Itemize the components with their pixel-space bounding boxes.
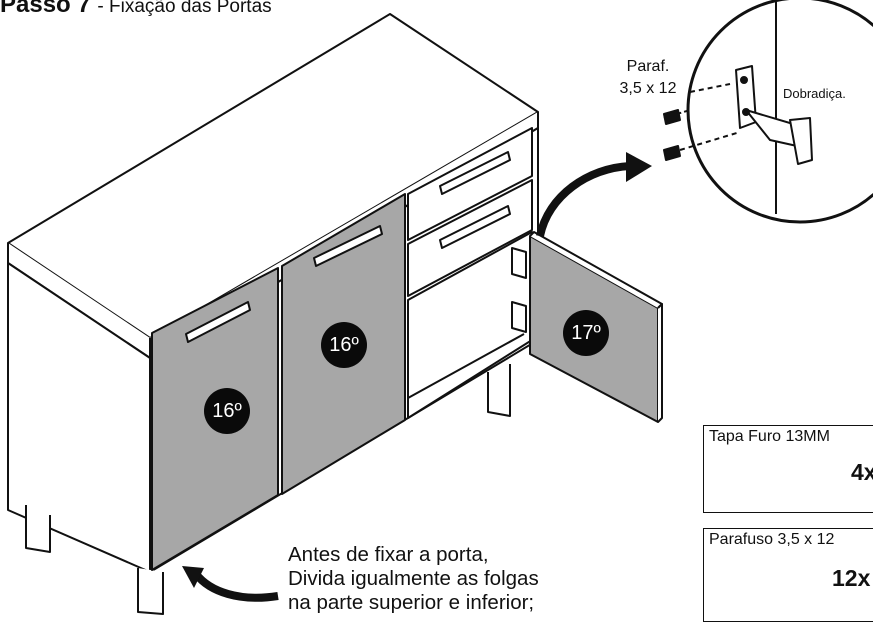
screw-icon <box>663 109 681 125</box>
step-number: Passo 7 <box>0 0 91 18</box>
note-line: Antes de fixar a porta, <box>288 543 489 566</box>
part-qty: 4x <box>851 459 873 485</box>
handle <box>439 151 511 195</box>
handle <box>313 225 383 267</box>
leg <box>137 568 164 615</box>
note-line: Divida igualmente as folgas <box>288 567 539 590</box>
handle <box>185 301 251 343</box>
note-line: na parte superior e inferior; <box>288 591 535 614</box>
screw-label: Paraf. 3,5 x 12 <box>598 56 698 100</box>
screw-label-line-2: 3,5 x 12 <box>619 80 677 97</box>
step-badge: 16º <box>204 388 250 434</box>
instruction-note: Antes de fixar a porta, Divida igualment… <box>288 543 628 615</box>
screw-label-line-1: Paraf. <box>626 58 670 75</box>
parts-box-tapa-furo: Tapa Furo 13MM 4x <box>703 425 873 513</box>
leg <box>487 364 511 417</box>
parts-box-parafuso: Parafuso 3,5 x 12 12x <box>703 528 873 622</box>
step-subtitle: - Fixação das Portas <box>97 0 272 17</box>
leg <box>25 505 51 553</box>
step-title: Passo 7 - Fixação das Portas <box>0 0 272 19</box>
step-badge: 16º <box>321 322 367 368</box>
step-badge: 17º <box>563 310 609 356</box>
hinge <box>511 247 527 279</box>
screw-icon <box>663 145 681 161</box>
handle <box>439 205 511 249</box>
part-qty: 12x <box>832 565 871 591</box>
part-name: Tapa Furo 13MM <box>709 428 830 445</box>
part-name: Parafuso 3,5 x 12 <box>709 531 835 548</box>
hinge-label: Dobradiça. <box>783 86 846 101</box>
hinge <box>511 301 527 333</box>
